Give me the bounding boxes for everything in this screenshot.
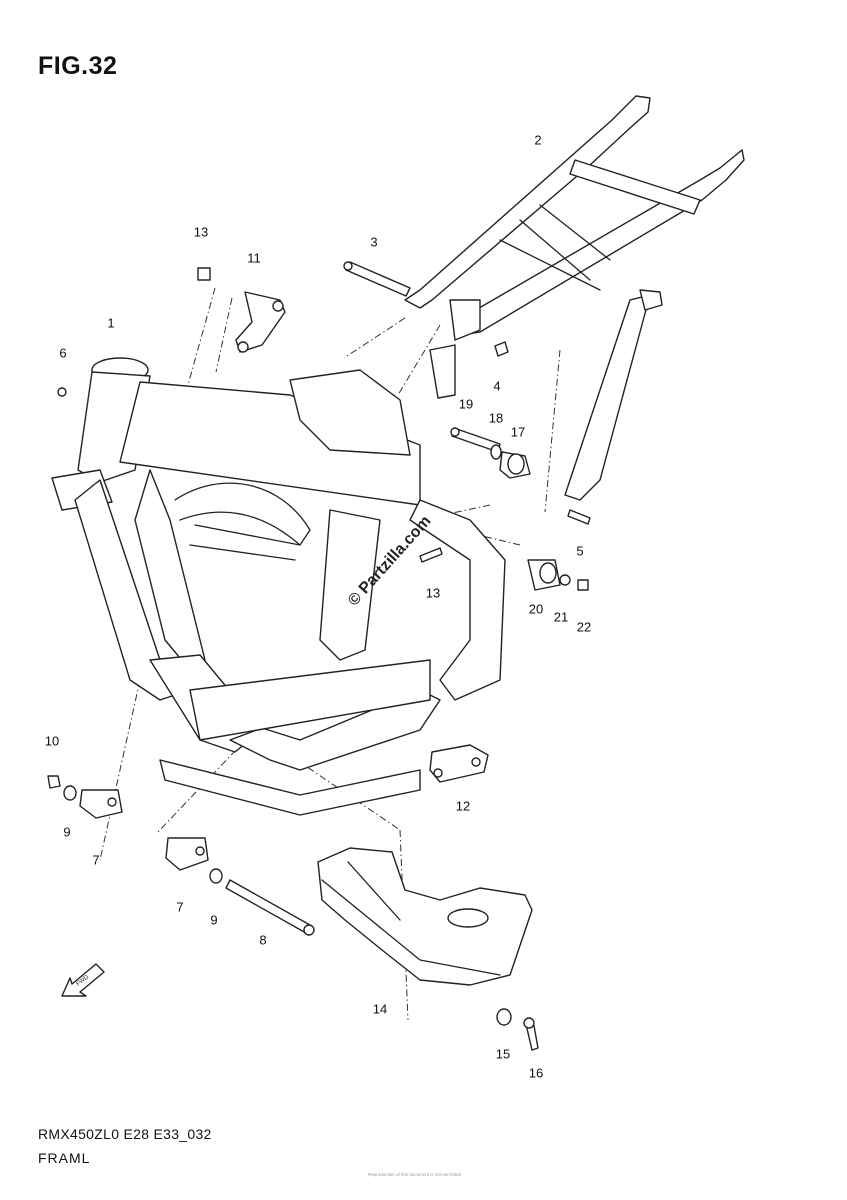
- callout-1: 1: [107, 315, 115, 331]
- callout-19: 19: [458, 396, 474, 412]
- callout-6: 6: [59, 345, 67, 361]
- fwd-arrow-icon: FWD: [61, 963, 105, 997]
- callout-2: 2: [534, 132, 542, 148]
- callout-16: 16: [528, 1065, 544, 1081]
- engine-mount-brackets: [79, 291, 489, 871]
- callout-7a: 7: [92, 852, 100, 868]
- fine-print: Reproduction of this document is not per…: [368, 1172, 462, 1177]
- callout-17: 17: [510, 424, 526, 440]
- callout-18: 18: [488, 410, 504, 426]
- callout-8: 8: [259, 932, 267, 948]
- callout-13a: 13: [193, 224, 209, 240]
- callout-3: 3: [370, 234, 378, 250]
- callout-9b: 9: [210, 912, 218, 928]
- callout-7b: 7: [176, 899, 184, 915]
- model-code: RMX450ZL0 E28 E33_032: [38, 1126, 212, 1142]
- callout-20: 20: [528, 601, 544, 617]
- callout-22: 22: [576, 619, 592, 635]
- callout-11: 11: [247, 250, 261, 266]
- callout-14: 14: [372, 1001, 388, 1017]
- callout-13b: 13: [425, 585, 441, 601]
- callout-4: 4: [493, 378, 501, 394]
- callout-10: 10: [44, 733, 60, 749]
- callout-9a: 9: [63, 824, 71, 840]
- callout-15: 15: [495, 1046, 511, 1062]
- rear-subframe: [404, 95, 745, 501]
- section-label: FRAML: [38, 1150, 91, 1166]
- skid-plate: [317, 847, 533, 986]
- fasteners: [47, 261, 591, 1051]
- callout-5: 5: [576, 543, 584, 559]
- leader-lines: [99, 287, 561, 1021]
- callout-21: 21: [553, 609, 569, 625]
- figure-title: FIG.32: [38, 52, 118, 80]
- callout-12: 12: [455, 798, 471, 814]
- main-frame: [51, 357, 506, 816]
